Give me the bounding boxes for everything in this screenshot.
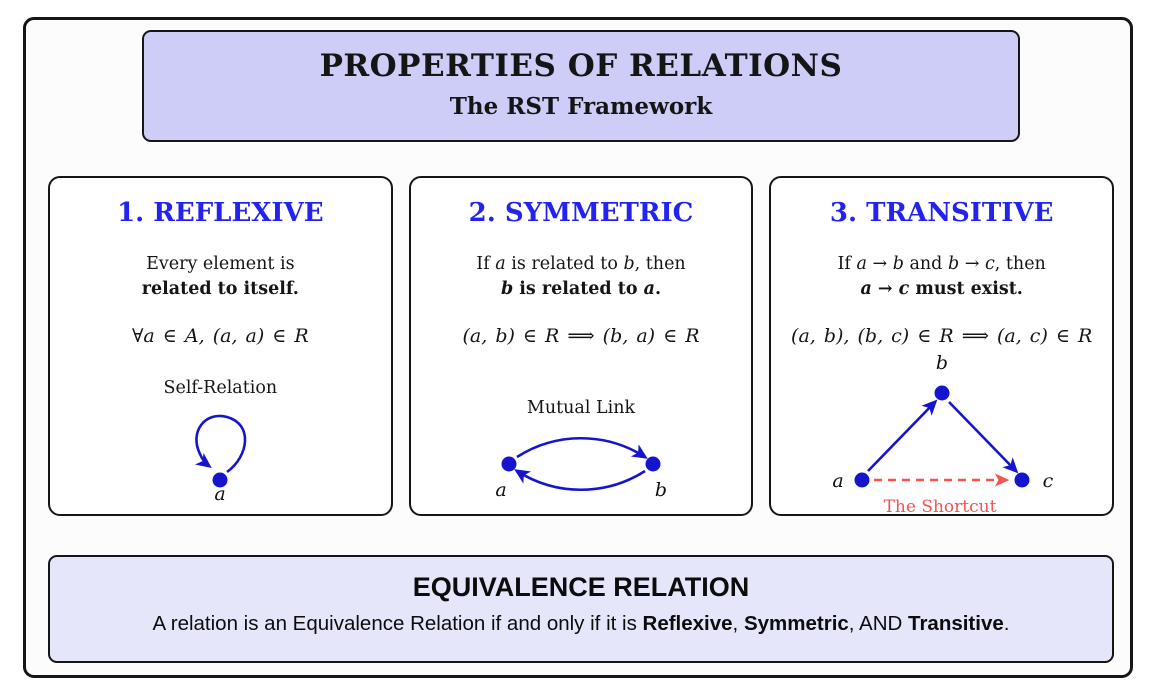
shortcut-label: The Shortcut xyxy=(883,497,996,517)
self-loop-arrow xyxy=(195,414,247,474)
symmetric-desc-line1: If a is related to b, then xyxy=(476,254,686,274)
reflexive-desc-line1: Every element is xyxy=(146,254,295,274)
symmetric-diagram-label: Mutual Link xyxy=(526,398,636,418)
cards-row: 1. REFLEXIVE Every element is related to… xyxy=(48,176,1115,519)
arrow-b-to-a xyxy=(514,469,646,492)
outer-frame: PROPERTIES OF RELATIONS The RST Framewor… xyxy=(23,17,1133,678)
reflexive-diagram: Self-Relation a xyxy=(155,378,285,502)
node-label-b: b xyxy=(655,479,667,501)
node-dot-a xyxy=(212,472,228,488)
symmetric-description: If a is related to b, then b is related … xyxy=(476,252,685,303)
equivalence-box: EQUIVALENCE RELATION A relation is an Eq… xyxy=(48,555,1114,663)
node-label-a: a xyxy=(832,470,843,492)
symmetric-formula: (a, b) ∈ R ⟹ (b, a) ∈ R xyxy=(462,324,700,347)
node-label-a: a xyxy=(495,479,506,501)
symmetric-desc-line2: b is related to a. xyxy=(500,279,662,300)
card-transitive-title: 3. TRANSITIVE xyxy=(829,198,1054,228)
node-label-a: a xyxy=(215,483,226,502)
transitive-desc-line2: a → c must exist. xyxy=(860,279,1023,300)
node-label-c: c xyxy=(1042,470,1053,492)
self-loop-diagram: a xyxy=(195,414,247,502)
symmetric-diagram: Mutual Link a b xyxy=(471,398,691,502)
reflexive-description: Every element is related to itself. xyxy=(142,252,299,303)
equivalence-statement: A relation is an Equivalence Relation if… xyxy=(152,612,1010,635)
reflexive-formula: ∀a ∈ A, (a, a) ∈ R xyxy=(131,324,309,347)
transitive-description: If a → b and b → c, then a → c must exis… xyxy=(838,252,1046,303)
node-dot-b xyxy=(934,385,950,401)
triangle-diagram: b a c The Shortcut xyxy=(832,352,1053,517)
reflexive-desc-line2: related to itself. xyxy=(141,279,299,300)
transitive-desc-line1: If a → b and b → c, then xyxy=(837,254,1046,274)
reflexive-diagram-label: Self-Relation xyxy=(163,378,278,398)
page-subtitle: The RST Framework xyxy=(449,93,713,120)
arrow-a-to-b xyxy=(516,436,648,459)
arrow-a-to-b xyxy=(866,399,938,472)
equivalence-title: EQUIVALENCE RELATION xyxy=(412,572,750,602)
node-dot-a xyxy=(501,456,517,472)
node-dot-a xyxy=(854,472,870,488)
header-box: PROPERTIES OF RELATIONS The RST Framewor… xyxy=(142,30,1020,142)
card-reflexive: 1. REFLEXIVE Every element is related to… xyxy=(48,176,393,516)
arrow-b-to-c xyxy=(947,400,1019,474)
transitive-formula: (a, b), (b, c) ∈ R ⟹ (a, c) ∈ R xyxy=(791,324,1093,347)
page-title: PROPERTIES OF RELATIONS xyxy=(319,48,843,84)
node-dot-c xyxy=(1014,472,1030,488)
mutual-link-diagram: a b xyxy=(495,436,667,501)
card-transitive: 3. TRANSITIVE If a → b and b → c, then a… xyxy=(769,176,1115,519)
transitive-diagram: b a c The Shortcut xyxy=(792,347,1092,519)
card-symmetric-title: 2. SYMMETRIC xyxy=(468,198,694,228)
card-symmetric: 2. SYMMETRIC If a is related to b, then … xyxy=(408,176,754,516)
node-label-b: b xyxy=(936,352,948,374)
card-reflexive-title: 1. REFLEXIVE xyxy=(117,198,324,228)
node-dot-b xyxy=(645,456,661,472)
